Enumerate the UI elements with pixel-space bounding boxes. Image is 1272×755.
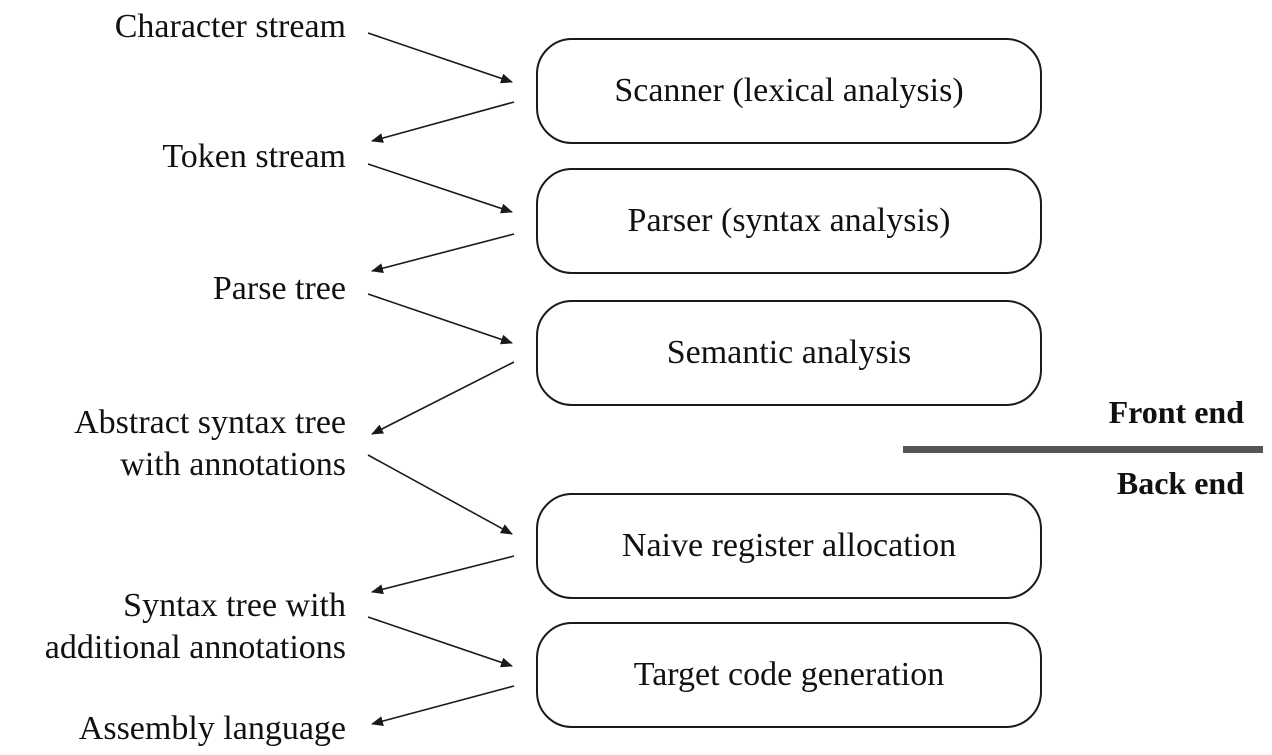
arrow-character-stream-to-scanner	[367, 32, 513, 84]
arrow-semantic-to-ast	[371, 361, 515, 435]
phase-register-allocation: Naive register allocation	[536, 493, 1042, 599]
artifact-label: additional annotations	[44, 629, 346, 666]
artifact-label: with annotations	[120, 446, 346, 483]
artifact-label: Character stream	[114, 8, 346, 45]
phase-label: Parser (syntax analysis)	[627, 202, 951, 239]
arrow-ast-to-register-allocation	[367, 454, 513, 535]
phase-semantic: Semantic analysis	[536, 300, 1042, 406]
arrow-parse-tree-to-semantic	[367, 293, 513, 345]
arrow-token-stream-to-parser	[367, 163, 513, 214]
back-end-label: Back end	[1116, 465, 1244, 501]
phase-label: Semantic analysis	[666, 334, 912, 371]
arrow-parser-to-parse-tree	[371, 233, 515, 274]
phase-parser: Parser (syntax analysis)	[536, 168, 1042, 274]
arrow-scanner-to-token-stream	[371, 101, 515, 143]
artifact-label: Token stream	[162, 138, 346, 175]
artifact-abstract-syntax-tree: Abstract syntax tree with annotations	[74, 402, 346, 486]
artifact-parse-tree: Parse tree	[213, 268, 346, 310]
front-back-divider	[903, 446, 1263, 453]
artifact-token-stream: Token stream	[162, 136, 346, 178]
arrow-register-allocation-to-syntax-tree	[371, 555, 515, 595]
artifact-syntax-tree-additional: Syntax tree with additional annotations	[45, 585, 346, 669]
artifact-label: Syntax tree with	[123, 587, 346, 624]
artifact-character-stream: Character stream	[115, 6, 346, 48]
artifact-label: Assembly language	[78, 710, 346, 747]
phase-label: Scanner (lexical analysis)	[614, 72, 964, 109]
artifact-assembly-language: Assembly language	[79, 708, 346, 750]
artifact-label: Abstract syntax tree	[74, 404, 346, 441]
arrow-syntax-tree-to-code-generation	[367, 616, 513, 668]
phase-code-generation: Target code generation	[536, 622, 1042, 728]
phase-scanner: Scanner (lexical analysis)	[536, 38, 1042, 144]
arrow-code-generation-to-assembly	[371, 685, 515, 726]
phase-label: Naive register allocation	[621, 527, 957, 564]
phase-label: Target code generation	[633, 656, 945, 693]
front-end-label: Front end	[1108, 394, 1244, 430]
artifact-label: Parse tree	[212, 270, 346, 307]
